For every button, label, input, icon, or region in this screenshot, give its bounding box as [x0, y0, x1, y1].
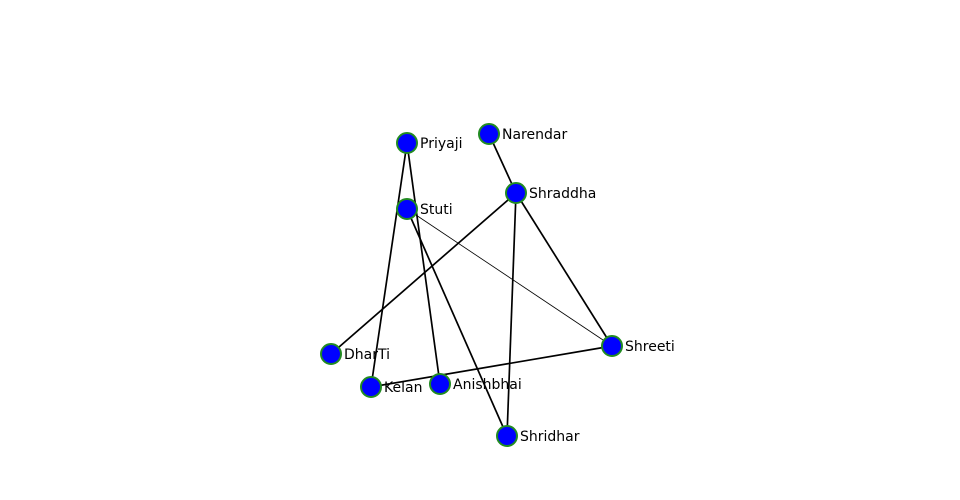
node-shreeti[interactable]: Shreeti	[601, 335, 675, 357]
node-label: DharTi	[344, 347, 390, 363]
node-label: Narendar	[502, 127, 567, 143]
node-anishbhai[interactable]: Anishbhai	[429, 373, 522, 395]
node-kelan[interactable]: Kelan	[360, 376, 422, 398]
node-circle[interactable]	[496, 425, 518, 447]
node-label: Shraddha	[529, 186, 596, 202]
node-dharti[interactable]: DharTi	[320, 343, 390, 365]
node-circle[interactable]	[478, 123, 500, 145]
node-label: Kelan	[384, 380, 422, 396]
node-stuti[interactable]: Stuti	[396, 198, 453, 220]
node-circle[interactable]	[360, 376, 382, 398]
node-circle[interactable]	[396, 132, 418, 154]
edge-stuti-shridhar	[406, 208, 508, 437]
edge-priyaji-kelan	[370, 142, 408, 388]
edges	[330, 133, 613, 437]
node-circle[interactable]	[429, 373, 451, 395]
edge-stuti-shreeti	[406, 208, 613, 347]
edge-shraddha-dharti	[330, 192, 517, 355]
node-narendar[interactable]: Narendar	[478, 123, 567, 145]
node-label: Priyaji	[420, 136, 463, 152]
node-circle[interactable]	[505, 182, 527, 204]
node-label: Stuti	[420, 202, 453, 218]
node-circle[interactable]	[320, 343, 342, 365]
edge-shraddha-shridhar	[506, 192, 517, 437]
edge-priyaji-anishbhai	[406, 142, 441, 385]
node-label: Shridhar	[520, 429, 580, 445]
node-circle[interactable]	[601, 335, 623, 357]
node-circle[interactable]	[396, 198, 418, 220]
node-label: Anishbhai	[453, 377, 522, 393]
node-shraddha[interactable]: Shraddha	[505, 182, 596, 204]
node-shridhar[interactable]: Shridhar	[496, 425, 580, 447]
edge-kelan-shreeti	[370, 345, 613, 388]
node-label: Shreeti	[625, 339, 675, 355]
edge-shraddha-shreeti	[515, 192, 613, 347]
node-priyaji[interactable]: Priyaji	[396, 132, 463, 154]
